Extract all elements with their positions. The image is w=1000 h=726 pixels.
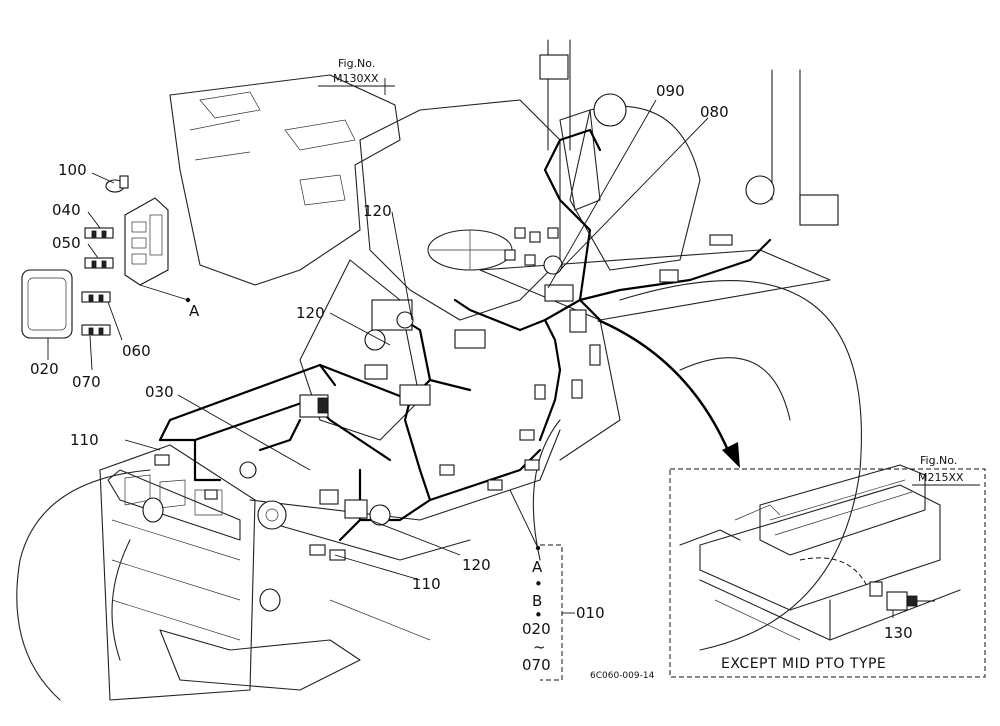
connectors	[154, 54, 839, 561]
callout-120-mid: 120	[296, 304, 325, 322]
range-from: 020	[522, 620, 551, 638]
assembly-bracket	[540, 544, 563, 681]
fuse-060	[81, 291, 111, 303]
inset-fig-ref-prefix: Fig.No.	[920, 454, 957, 467]
connector	[544, 284, 574, 302]
connector	[524, 459, 540, 471]
connector	[869, 581, 883, 597]
headlight	[142, 497, 164, 523]
gauge	[396, 311, 414, 329]
callout-100: 100	[58, 161, 87, 179]
range-tilde: ~	[533, 638, 546, 656]
range-dot2: •	[534, 606, 543, 624]
connector	[454, 329, 486, 349]
lamp-bracket	[593, 93, 627, 127]
connector	[547, 227, 559, 239]
callout-a-left: A	[189, 302, 200, 320]
connector	[204, 489, 218, 500]
starter	[369, 504, 391, 526]
lamp	[799, 194, 839, 226]
sensor	[589, 344, 601, 366]
range-mid: B	[532, 592, 542, 610]
point-a-dot	[185, 297, 191, 303]
connector	[519, 429, 535, 441]
fuse-box-body	[124, 197, 169, 286]
connector	[309, 544, 326, 556]
fuse-070	[81, 324, 111, 336]
range-top: A	[532, 558, 543, 576]
callout-070: 070	[72, 373, 101, 391]
callout-120-top: 120	[363, 202, 392, 220]
callout-090: 090	[656, 82, 685, 100]
fuse-parts	[21, 175, 169, 339]
range-dot1: •	[534, 575, 543, 593]
fig-ref-prefix: Fig.No.	[338, 57, 375, 70]
callout-labels: Fig.No. M130XX 100 040 050 060 020 070 A…	[30, 57, 980, 681]
inset-panel	[669, 464, 986, 678]
lamp-bracket	[745, 175, 775, 205]
connector	[529, 231, 541, 243]
horn	[239, 461, 257, 479]
callout-050: 050	[52, 234, 81, 252]
fuse-bolt-100	[105, 175, 129, 193]
relay	[317, 397, 329, 414]
connector	[329, 549, 346, 561]
range-to: 070	[522, 656, 551, 674]
fuse-cover-020	[21, 269, 73, 339]
point-dot	[535, 545, 541, 551]
inset-fig-ref-number: M215XX	[918, 471, 964, 484]
alternator	[257, 500, 287, 530]
inset-arrowhead	[722, 442, 740, 468]
callout-020: 020	[30, 360, 59, 378]
fuse-040	[84, 227, 114, 239]
connector	[439, 464, 455, 476]
callout-080: 080	[700, 103, 729, 121]
headlight	[259, 588, 281, 612]
connector	[504, 249, 516, 261]
connector	[709, 234, 733, 246]
key-switch	[364, 329, 386, 351]
connector	[487, 479, 503, 491]
callout-040: 040	[52, 201, 81, 219]
grille-slots	[111, 474, 241, 641]
lamp	[539, 54, 569, 80]
connector	[344, 499, 368, 519]
connector	[364, 364, 388, 380]
connector	[399, 384, 431, 406]
connector	[514, 227, 526, 239]
connector-130	[886, 591, 935, 611]
inset-caption: EXCEPT MID PTO TYPE	[721, 656, 886, 672]
fig-ref-number: M130XX	[333, 72, 379, 85]
connector	[659, 269, 679, 283]
connector	[319, 489, 339, 505]
connector	[154, 454, 170, 466]
fuse-050	[84, 257, 114, 269]
callout-060: 060	[122, 342, 151, 360]
callout-110-bottom: 110	[412, 575, 441, 593]
seat-switch	[543, 255, 563, 275]
tractor-illustration	[16, 39, 862, 701]
inset-arrow	[597, 318, 732, 456]
callout-120-bottom: 120	[462, 556, 491, 574]
connector	[534, 384, 546, 400]
callout-010: 010	[576, 604, 605, 622]
drawing-code: 6C060-009-14	[590, 671, 655, 681]
callout-110-left: 110	[70, 431, 99, 449]
callout-030: 030	[145, 383, 174, 401]
sensor	[571, 379, 583, 399]
callout-130: 130	[884, 624, 913, 642]
switch	[569, 309, 587, 333]
connector	[524, 254, 536, 266]
